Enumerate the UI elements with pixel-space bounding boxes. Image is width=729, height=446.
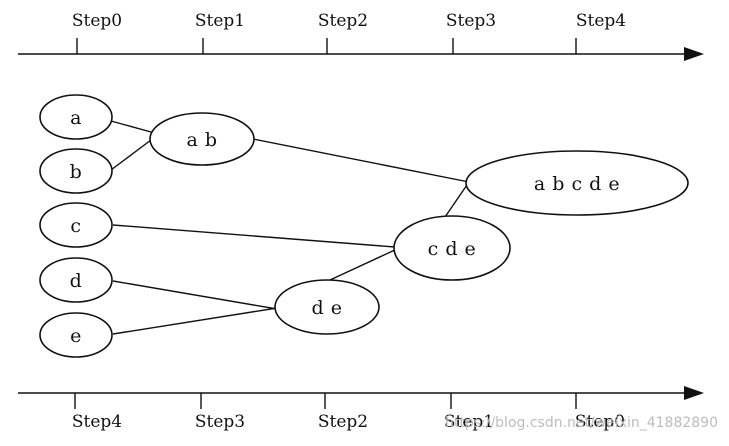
node-b-label: b	[70, 161, 83, 183]
cluster-nodes	[39, 94, 689, 358]
top-axis-label: Step1	[195, 11, 245, 31]
node-ab	[149, 112, 255, 166]
watermark-text: https://blog.csdn.net/weixin_41882890	[445, 415, 718, 431]
top-axis-label: Step3	[446, 11, 496, 31]
bottom-axis-label: Step1	[444, 412, 494, 432]
node-b	[39, 148, 113, 194]
edge-c-cde	[112, 224, 396, 248]
bottom-axis-label: Step4	[72, 412, 122, 432]
node-a-label: a	[70, 107, 82, 129]
node-c-label: c	[70, 215, 81, 237]
node-de-label: d e	[312, 297, 343, 319]
node-labels: a b c d e a b d e c d e a b c d e	[70, 107, 620, 347]
merge-edges	[110, 120, 470, 335]
top-axis-label: Step0	[72, 11, 122, 31]
bottom-axis-label: Step0	[575, 412, 625, 432]
top-axis-label: Step2	[318, 11, 368, 31]
edge-a-ab	[110, 120, 152, 133]
top-axis-label: Step4	[576, 11, 626, 31]
node-de	[274, 279, 380, 335]
edge-cde-abcde	[444, 181, 470, 218]
edge-de-cde	[329, 248, 398, 281]
node-e	[39, 312, 113, 358]
node-d	[39, 257, 113, 303]
edge-ab-abcde	[252, 138, 470, 183]
edge-b-ab	[110, 139, 152, 171]
edge-d-de	[112, 280, 278, 310]
node-abcde	[465, 150, 689, 216]
bottom-axis: Step4 Step3 Step2 Step1 Step0	[18, 386, 704, 432]
node-cde-label: c d e	[428, 238, 477, 260]
node-ab-label: a b	[186, 129, 217, 151]
edge-e-de	[112, 307, 278, 335]
node-d-label: d	[70, 270, 83, 292]
node-abcde-label: a b c d e	[534, 173, 620, 195]
bottom-axis-arrowhead	[684, 386, 704, 400]
node-a	[39, 94, 113, 140]
node-e-label: e	[70, 325, 82, 347]
top-axis-arrowhead	[684, 47, 704, 61]
top-axis: Step0 Step1 Step2 Step3 Step4	[18, 11, 704, 61]
node-cde	[393, 215, 511, 281]
bottom-axis-label: Step3	[195, 412, 245, 432]
node-c	[39, 202, 113, 248]
bottom-axis-label: Step2	[318, 412, 368, 432]
